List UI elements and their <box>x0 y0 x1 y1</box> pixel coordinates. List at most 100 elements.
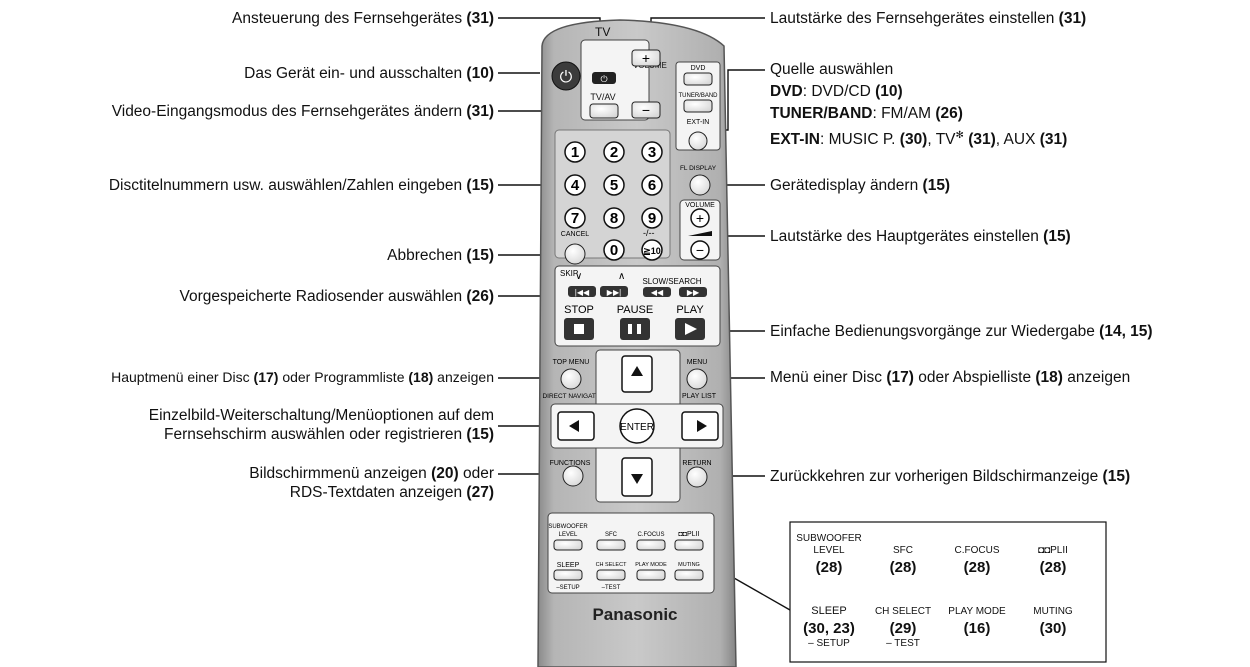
digit-6-button[interactable]: 6 <box>641 174 663 196</box>
top-menu-button[interactable] <box>560 368 582 390</box>
inset-box <box>789 521 1107 663</box>
functions-button[interactable] <box>562 465 584 487</box>
inset-play-mode-label: PLAY MODE <box>948 606 1006 617</box>
label-functions: Bildschirmmenü anzeigen (20) oder RDS-Te… <box>249 465 494 501</box>
fast-forward-button[interactable]: ▶▶ <box>679 287 707 297</box>
audio-buttons-panel <box>547 512 715 594</box>
plus-icon: + <box>696 210 704 226</box>
skip-forward-button[interactable]: ▶▶| <box>600 286 628 297</box>
label-navigation: Einzelbild-Weiterschaltung/Menüoptionen … <box>148 407 494 443</box>
svg-text:9: 9 <box>648 210 656 227</box>
inset-muting-ref: (30) <box>1040 620 1067 637</box>
volume-ramp-icon <box>688 231 712 236</box>
left-arrow-button[interactable] <box>557 411 595 441</box>
sleep-button[interactable] <box>553 569 583 581</box>
sfc-button[interactable] <box>596 539 626 551</box>
cancel-button[interactable] <box>564 243 586 265</box>
cfocus-button[interactable] <box>636 539 666 551</box>
stop-button[interactable] <box>564 318 594 340</box>
ext-in-button[interactable] <box>688 131 708 151</box>
inset-sleep-ref: (30, 23) <box>803 620 855 637</box>
skip-forward-icon: ▶▶| <box>607 288 621 297</box>
tv-power-button[interactable]: ⏻ <box>592 72 616 84</box>
digit-8-button[interactable]: 8 <box>603 207 625 229</box>
chevron-up-icon: ∧ <box>618 271 625 282</box>
fast-forward-icon: ▶▶ <box>687 288 700 297</box>
power-icon: ⏻ <box>600 74 607 84</box>
tv-volume-up-button[interactable]: + <box>631 49 661 67</box>
tv-label: TV <box>595 25 610 39</box>
pl2-button[interactable] <box>674 539 704 551</box>
plus-icon: + <box>642 50 650 66</box>
pause-button[interactable] <box>620 318 650 340</box>
svg-text:≧10: ≧10 <box>643 246 661 256</box>
volume-down-button[interactable]: − <box>690 240 710 260</box>
tvav-button[interactable] <box>589 103 619 119</box>
label-return: Zurückkehren zur vorherigen Bildschirman… <box>770 468 1131 485</box>
slow-search-label: SLOW/SEARCH <box>642 277 701 286</box>
tv-volume-down-button[interactable]: − <box>631 101 661 119</box>
inset-test-sub: – TEST <box>886 638 920 649</box>
ch-select-label: CH SELECT <box>596 562 628 568</box>
inset-level-label: LEVEL <box>813 545 845 556</box>
digit-3-button[interactable]: 3 <box>641 141 663 163</box>
left-arrow-icon <box>569 420 579 432</box>
tuner-band-button[interactable] <box>683 99 713 113</box>
up-arrow-icon <box>631 366 643 376</box>
digit-1-button[interactable]: 1 <box>564 141 586 163</box>
label-numbers: Disctitelnummern usw. auswählen/Zahlen e… <box>108 177 494 194</box>
fl-display-button[interactable] <box>689 174 711 196</box>
digit-7-button[interactable]: 7 <box>564 207 586 229</box>
return-button[interactable] <box>686 466 708 488</box>
pl2-label: ◘◘PLII <box>679 531 700 538</box>
digit-9-button[interactable]: 9 <box>641 207 663 229</box>
skip-back-button[interactable]: |◀◀ <box>568 286 596 297</box>
setup-label: –SETUP <box>556 585 579 591</box>
rewind-button[interactable]: ◀◀ <box>643 287 671 297</box>
play-mode-button[interactable] <box>636 569 666 581</box>
up-arrow-button[interactable] <box>621 355 653 393</box>
digit-4-button[interactable]: 4 <box>564 174 586 196</box>
functions-label: FUNCTIONS <box>550 460 591 467</box>
down-arrow-button[interactable] <box>621 457 653 497</box>
inset-ch-select-label: CH SELECT <box>875 606 931 617</box>
power-button[interactable]: ⏻ <box>551 61 581 91</box>
ch-select-button[interactable] <box>596 569 626 581</box>
subwoofer-level-button[interactable] <box>553 539 583 551</box>
digit-2-button[interactable]: 2 <box>603 141 625 163</box>
pause-icon <box>628 324 632 334</box>
dash-label: -/-- <box>643 228 655 238</box>
volume-up-button[interactable]: + <box>690 208 710 228</box>
digit-0-button[interactable]: 0 <box>603 239 625 261</box>
muting-button[interactable] <box>674 569 704 581</box>
skip-label: SKIP <box>560 269 578 278</box>
enter-label: ENTER <box>620 422 654 433</box>
digit-5-button[interactable]: 5 <box>603 174 625 196</box>
label-tv-control: Ansteuerung des Fernsehgerätes (31) <box>232 10 494 27</box>
level-label: LEVEL <box>559 532 578 538</box>
svg-text:8: 8 <box>610 210 618 227</box>
ge10-button[interactable]: ≧10 <box>641 239 663 261</box>
dvd-button[interactable] <box>683 72 713 86</box>
inset-muting-label: MUTING <box>1033 606 1073 617</box>
label-power: Das Gerät ein- und ausschalten (10) <box>244 65 494 82</box>
svg-text:5: 5 <box>610 177 618 194</box>
play-mode-label: PLAY MODE <box>635 562 667 568</box>
menu-button[interactable] <box>686 368 708 390</box>
cfocus-label: C.FOCUS <box>638 532 665 538</box>
inset-subwoofer-label: SUBWOOFER <box>796 533 862 544</box>
ext-in-label: EXT-IN <box>687 119 710 126</box>
inset-pl2-ref: (28) <box>1040 559 1067 576</box>
power-icon: ⏻ <box>560 69 573 86</box>
skip-back-icon: |◀◀ <box>575 288 590 297</box>
main-volume-label: VOLUME <box>685 202 715 209</box>
label-main-volume: Lautstärke des Hauptgerätes einstellen (… <box>770 228 1071 245</box>
right-arrow-button[interactable] <box>681 411 719 441</box>
tuner-band-label: TUNER/BAND <box>678 93 718 99</box>
label-tv-volume: Lautstärke des Fernsehgerätes einstellen… <box>770 10 1087 27</box>
play-button[interactable] <box>675 318 705 340</box>
inset-sfc-ref: (28) <box>890 559 917 576</box>
enter-button[interactable]: ENTER <box>619 408 655 444</box>
inset-setup-sub: – SETUP <box>808 638 850 649</box>
